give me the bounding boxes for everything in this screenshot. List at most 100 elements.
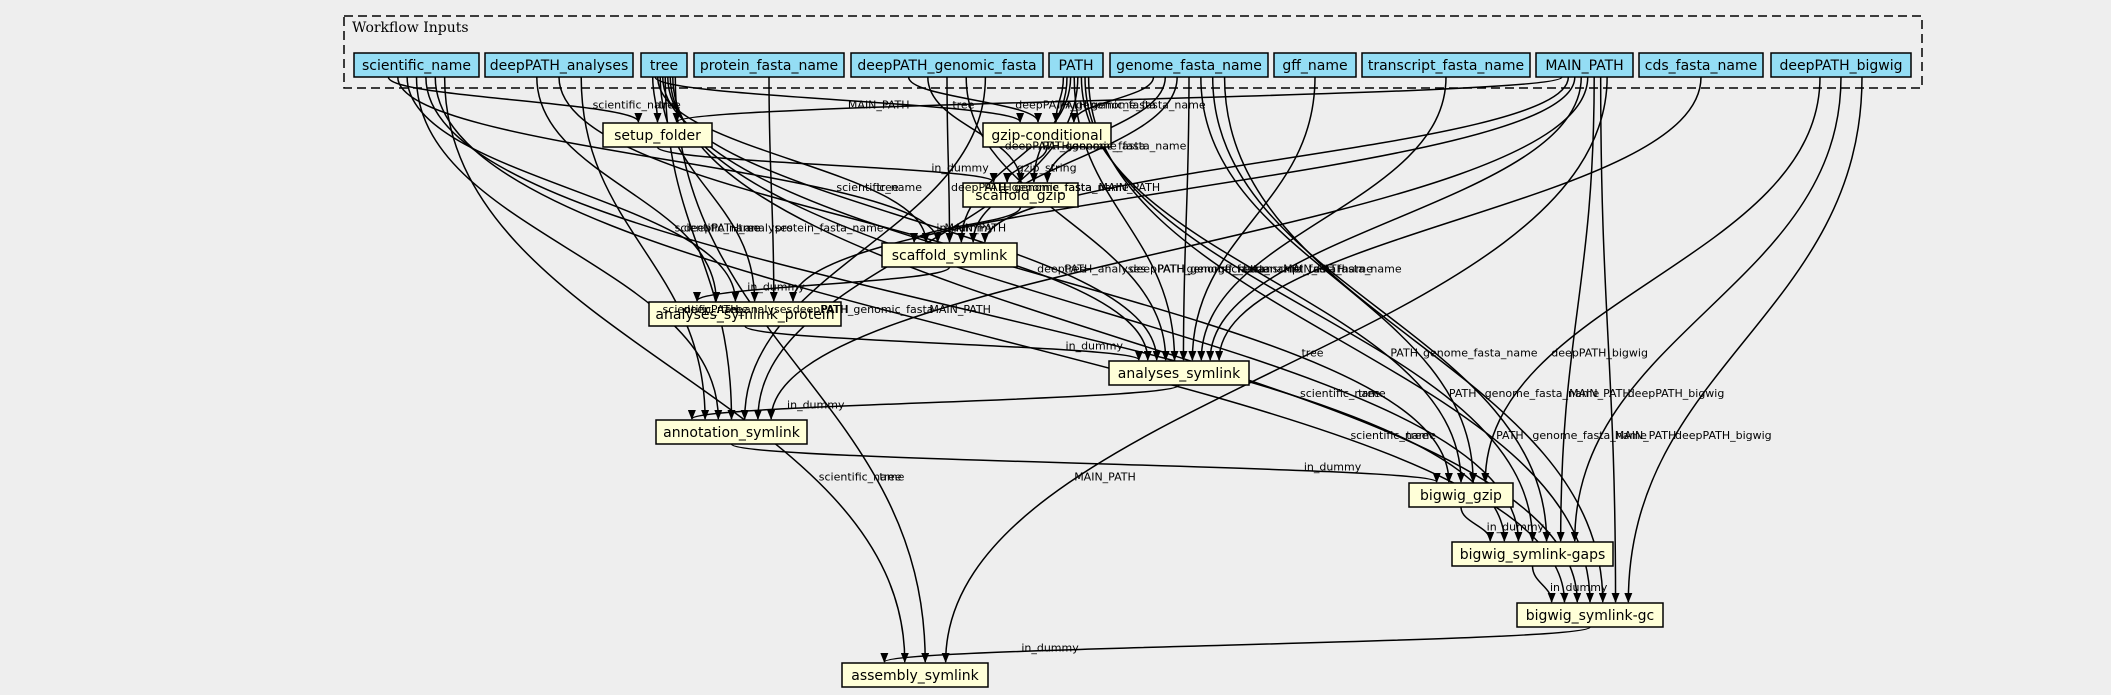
edge-MAIN-PATH-to-analyses-symlink (1206, 76, 1583, 361)
edge-label: MAIN_PATH (945, 222, 1007, 235)
edge-gff-name-to-analyses-symlink (1188, 76, 1316, 361)
edge-MAIN-PATH-to-analyses-symlink-protein (789, 76, 1576, 302)
edge-MAIN-PATH-to-assembly-symlink (941, 76, 1608, 663)
edge-deepPATH-bigwig-to-bigwig-gzip (1481, 76, 1821, 483)
node-box (1361, 52, 1531, 78)
node-box (1451, 541, 1614, 567)
node-box (1273, 52, 1357, 78)
edge-tree-to-bigwig-symlink-gc (672, 76, 1582, 603)
edge-deepPATH-analyses-to-analyses-symlink (558, 76, 1152, 361)
edges-layer (387, 76, 1863, 663)
node-box (1535, 52, 1634, 78)
node-box (850, 52, 1044, 78)
edge-tree-to-assembly-symlink (674, 76, 930, 663)
node-box (1638, 52, 1764, 78)
edge-label: scientific_name (819, 470, 905, 483)
node-box (962, 182, 1079, 208)
edge-label: protein_fasta_name (775, 222, 884, 235)
edge-label: deepPATH_genomic_fasta (793, 303, 934, 316)
edge-label: in_dummy (787, 399, 845, 412)
node-box (1109, 52, 1269, 78)
edge-label: tree (739, 222, 761, 235)
edge-bigwig-symlink-gc-to-assembly-symlink (880, 626, 1591, 663)
edge-genome-fasta-name-to-gzip-conditional (1069, 76, 1155, 123)
edge-label: in_dummy (1550, 581, 1608, 594)
edge-label: in_dummy (931, 161, 989, 174)
edge-label: PATH (1449, 387, 1477, 400)
node-label: MAIN_PATH (1545, 58, 1623, 74)
edge-label: deepPATH_genomic_fasta (1015, 98, 1156, 111)
node-deepPATH-genomic-fasta: deepPATH_genomic_fasta (850, 52, 1044, 78)
edge-label: MAIN_PATH (1283, 262, 1345, 275)
node-label: bigwig_symlink-gc (1526, 608, 1655, 624)
node-protein-fasta-name: protein_fasta_name (693, 52, 845, 78)
edge-label: genome_fasta_name (1485, 387, 1600, 400)
edge-scaffold-symlink-to-analyses-symlink-protein (693, 266, 951, 302)
edge-cds-fasta-name-to-analyses-symlink (1215, 76, 1702, 361)
node-box (602, 122, 713, 148)
node-label: deepPATH_genomic_fasta (857, 58, 1036, 74)
edge-label: in_dummy (1066, 340, 1124, 353)
node-box (1408, 482, 1514, 508)
edge-label: PATH (1390, 346, 1418, 359)
cluster-border (343, 15, 1923, 89)
node-box (640, 52, 688, 78)
node-bigwig-gzip: bigwig_gzip (1408, 482, 1514, 508)
edge-label: in_dummy (1304, 460, 1362, 473)
edge-scientific-name-to-assembly-symlink (443, 76, 909, 663)
edge-label: deepPATH_bigwig (1628, 387, 1725, 400)
node-label: annotation_symlink (663, 425, 801, 441)
node-box (881, 242, 1018, 268)
node-scaffold-symlink: scaffold_symlink (881, 242, 1018, 268)
edge-PATH-to-scaffold-symlink (957, 76, 1072, 243)
edge-label: tree (1064, 262, 1086, 275)
edge-label: deepPATH_genomic_fasta (1129, 262, 1270, 275)
edge-MAIN-PATH-to-setup-folder (672, 76, 1563, 123)
node-label: cds_fasta_name (1645, 58, 1757, 74)
edge-deepPATH-analyses-to-analyses-symlink-protein (536, 76, 721, 302)
edge-label: in_dummy (747, 281, 805, 294)
edge-label: deepPATH_genomic_fasta (951, 181, 1092, 194)
node-PATH: PATH (1048, 52, 1104, 78)
edge-analyses-symlink-to-annotation-symlink (688, 384, 1180, 420)
node-label: tree (650, 58, 678, 74)
node-annotation-symlink: annotation_symlink (655, 419, 808, 445)
edge-label: MAIN_PATH (848, 98, 910, 111)
node-box (1516, 602, 1664, 628)
node-label: bigwig_symlink-gaps (1460, 547, 1606, 563)
node-genome-fasta-name: genome_fasta_name (1109, 52, 1269, 78)
edge-label: deepPATH_analyses (683, 303, 792, 316)
edge-label: scientific_name (675, 222, 761, 235)
node-assembly-symlink: assembly_symlink (841, 662, 989, 688)
node-box (841, 662, 989, 688)
cluster-title: Workflow Inputs (352, 20, 469, 36)
edge-label: transcript_fasta_name (1250, 262, 1373, 275)
edge-label: MAIN_PATH (1569, 387, 1631, 400)
edge-MAIN-PATH-to-bigwig-symlink-gaps (1556, 76, 1595, 542)
edge-scientific-name-to-analyses-symlink-protein (406, 76, 740, 302)
node-label: protein_fasta_name (700, 58, 838, 74)
node-analyses-symlink: analyses_symlink (1108, 360, 1250, 386)
edge-deepPATH-genomic-fasta-to-scaffold-symlink (945, 76, 954, 243)
node-tree: tree (640, 52, 688, 78)
edge-bigwig-symlink-gaps-to-bigwig-symlink-gc (1531, 565, 1556, 603)
node-cds-fasta-name: cds_fasta_name (1638, 52, 1764, 78)
edge-annotation-symlink-to-bigwig-gzip (730, 443, 1441, 483)
edge-label: tree (659, 98, 681, 111)
edge-genome-fasta-name-to-bigwig-symlink-gaps (1211, 76, 1551, 542)
node-scaffold-gzip: scaffold_gzip (962, 182, 1079, 208)
edge-scientific-name-to-bigwig-symlink-gc (434, 76, 1569, 603)
node-box (982, 122, 1112, 148)
edge-transcript-fasta-name-to-analyses-symlink (1197, 76, 1447, 361)
node-label: scaffold_gzip (975, 188, 1066, 204)
node-label: transcript_fasta_name (1368, 58, 1524, 74)
edge-deepPATH-bigwig-to-bigwig-symlink-gc (1624, 76, 1863, 603)
edge-label: cds_fasta_name (1313, 262, 1402, 275)
edge-genome-fasta-name-to-bigwig-symlink-gc (1223, 76, 1607, 603)
edge-gzip-conditional-to-scaffold-gzip (1003, 146, 1048, 183)
node-label: scientific_name (362, 58, 471, 74)
node-label: deepPATH_analyses (490, 58, 629, 74)
edge-setup-folder-to-scaffold-gzip (656, 146, 998, 183)
